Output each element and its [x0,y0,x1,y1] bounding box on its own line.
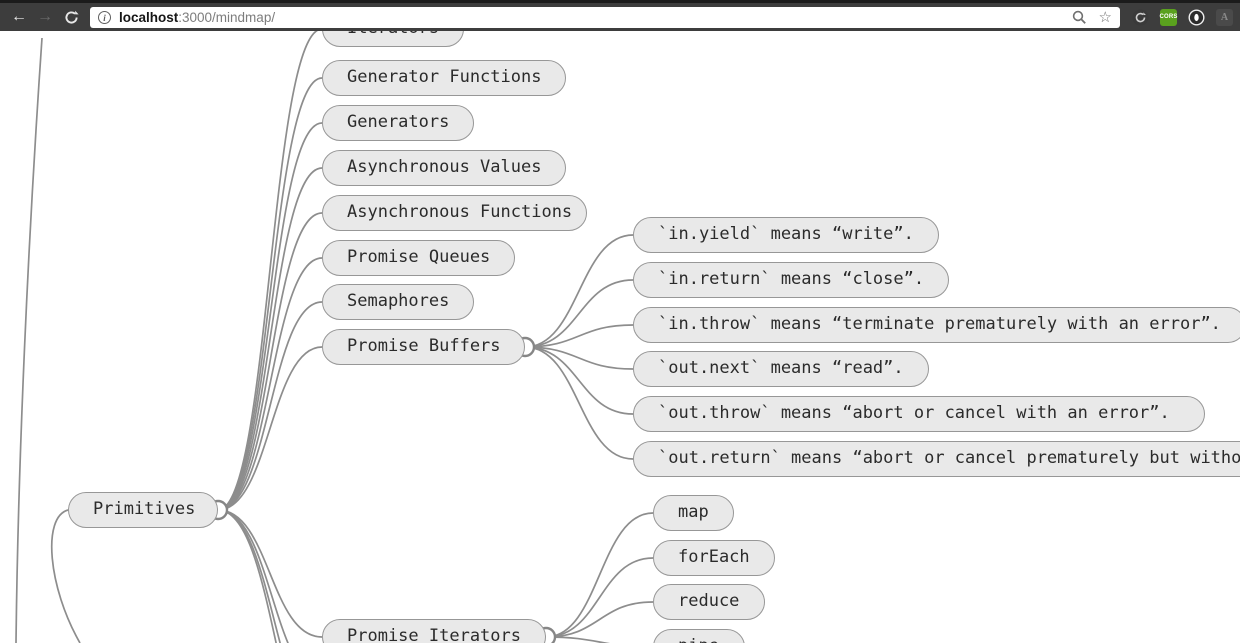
url-text: localhost:3000/mindmap/ [119,10,1072,25]
pdf-extension-label: A [1220,11,1229,23]
mindmap-edge [545,557,654,638]
mindmap-edge [524,279,634,348]
mindmap-edge [524,346,634,460]
mindmap-node-asynchronous-values[interactable]: Asynchronous Values [322,150,566,186]
mindmap-node-iterators[interactable]: Iterators [322,31,464,47]
forward-icon: → [37,8,53,25]
mindmap-node-generator-functions[interactable]: Generator Functions [322,60,566,96]
mindmap-edge [51,509,81,643]
mindmap-edge [524,346,634,370]
reload-icon [65,10,79,24]
info-icon[interactable]: i [98,10,111,24]
mindmap-edge [217,167,323,511]
mindmap-node-out-return[interactable]: `out.return` means “abort or cancel prem… [633,441,1240,477]
mindmap-node-in-yield[interactable]: `in.yield` means “write”. [633,217,939,253]
mindmap-node-pipe[interactable]: pipe [653,629,745,643]
extensions-row: CORS A [1132,8,1233,26]
mindmap-edge [217,31,320,511]
cors-extension-icon[interactable]: CORS [1159,8,1178,26]
mindmap-edge [524,234,634,348]
mindmap-node-asynchronous-functions[interactable]: Asynchronous Functions [322,195,587,231]
cors-extension-label: CORS [1159,14,1178,20]
back-button[interactable]: ← [6,3,32,31]
mindmap-edge [524,324,634,348]
mindmap-edge [217,509,323,638]
url-bar[interactable]: i localhost:3000/mindmap/ ☆ [90,6,1120,28]
mindmap-node-out-next[interactable]: `out.next` means “read”. [633,351,929,387]
mindmap-node-in-return[interactable]: `in.return` means “close”. [633,262,949,298]
pdf-extension-icon[interactable]: A [1216,8,1233,26]
mindmap-edge [217,509,281,643]
url-host: localhost [119,9,179,25]
mindmap-node-promise-iterators[interactable]: Promise Iterators [322,619,546,643]
mindmap-node-generators[interactable]: Generators [322,105,474,141]
mindmap-edge [15,37,43,643]
forward-button[interactable]: → [32,3,58,31]
url-path: :3000/mindmap/ [178,9,276,25]
mindmap-edge [217,77,323,511]
zoom-icon[interactable] [1072,10,1087,25]
mindmap-page: Primitives IteratorsGenerator FunctionsGe… [0,31,1240,643]
mindmap-edge [217,301,323,511]
mindmap-node-foreach[interactable]: forEach [653,540,775,576]
mindmap-edges [15,31,654,643]
mindmap-edge [217,346,323,511]
mindmap-edge [217,257,323,511]
refresh-extension-icon[interactable] [1132,9,1149,26]
mindmap-edge [217,212,323,511]
browser-toolbar: ← → i localhost:3000/mindmap/ ☆ [0,0,1240,31]
mindmap-edge [545,512,654,638]
mindmap-node-map[interactable]: map [653,495,734,531]
mindmap-node-promise-queues[interactable]: Promise Queues [322,240,515,276]
mindmap-edge [217,509,277,643]
mindmap-node-promise-buffers[interactable]: Promise Buffers [322,329,525,365]
mindmap-edge [545,601,654,638]
mindmap-edge [524,346,634,415]
mindmap-node-semaphores[interactable]: Semaphores [322,284,474,320]
mindmap-edge [217,122,323,511]
mindmap-edge [217,509,289,643]
mindmap-node-in-throw[interactable]: `in.throw` means “terminate prematurely … [633,307,1240,343]
mindmap-node-primitives[interactable]: Primitives [68,492,218,528]
reload-button[interactable] [58,10,84,25]
bookmark-star-icon[interactable]: ☆ [1098,7,1112,26]
mindmap-node-reduce[interactable]: reduce [653,584,765,620]
circle-extension-icon[interactable] [1188,9,1205,26]
mindmap-node-out-throw[interactable]: `out.throw` means “abort or cancel with … [633,396,1205,432]
mindmap-edge [545,636,610,643]
back-icon: ← [11,8,27,25]
